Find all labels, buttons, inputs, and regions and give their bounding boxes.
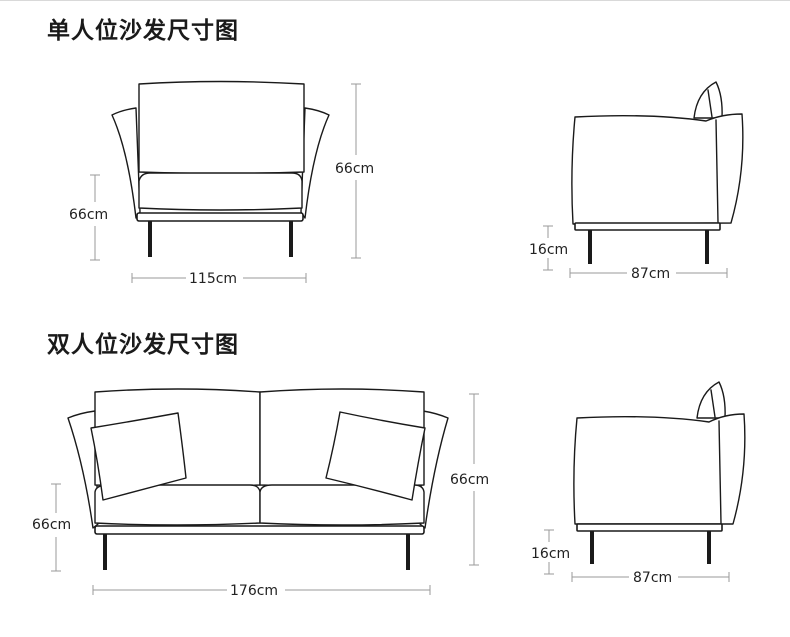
sofa-base — [94, 525, 425, 535]
sofa-leg — [289, 221, 293, 257]
right-throw-pillow — [325, 411, 426, 501]
double-side-leg-dimension: 16cm — [531, 529, 570, 575]
right-armrest — [300, 107, 330, 219]
backrest-cushion — [138, 80, 305, 175]
double-sofa-title: 双人位沙发尺寸图 — [47, 332, 239, 358]
sofa-leg — [148, 221, 152, 257]
single-width-label: 115cm — [189, 271, 237, 287]
single-side-leg-dimension: 16cm — [529, 225, 568, 271]
single-sofa-front-view — [111, 80, 330, 257]
double-seat-height-dimension: 66cm — [32, 483, 71, 572]
side-body — [571, 113, 744, 225]
sofa-leg — [707, 531, 711, 564]
double-leg-height-label: 16cm — [531, 546, 570, 562]
right-seat-cushion — [259, 484, 425, 526]
left-armrest — [67, 410, 99, 529]
sofa-base — [576, 523, 723, 532]
single-seat-height-dimension: 66cm — [69, 174, 108, 261]
top-divider — [0, 0, 790, 1]
double-depth-label: 87cm — [633, 570, 672, 586]
double-seat-height-label: 66cm — [32, 517, 71, 533]
sofa-leg — [705, 230, 709, 264]
double-height-dimension: 66cm — [450, 393, 489, 566]
double-width-label: 176cm — [230, 583, 278, 599]
single-side-depth-dimension: 87cm — [569, 266, 728, 282]
single-height-label: 66cm — [335, 161, 374, 177]
single-height-dimension: 66cm — [335, 83, 374, 259]
right-armrest — [419, 410, 449, 529]
single-leg-height-label: 16cm — [529, 242, 568, 258]
sofa-leg — [406, 534, 410, 570]
left-armrest — [111, 107, 141, 219]
double-side-depth-dimension: 87cm — [571, 570, 730, 586]
sofa-leg — [103, 534, 107, 570]
side-body — [573, 413, 746, 525]
pillow — [693, 81, 723, 119]
pillow — [696, 381, 726, 419]
sofa-base — [136, 212, 304, 222]
left-throw-pillow — [90, 412, 187, 501]
sofa-leg — [590, 531, 594, 564]
single-sofa-title: 单人位沙发尺寸图 — [47, 18, 239, 44]
double-sofa-side-view — [573, 381, 746, 564]
single-width-dimension: 115cm — [131, 271, 307, 287]
double-width-dimension: 176cm — [92, 583, 431, 599]
single-depth-label: 87cm — [631, 266, 670, 282]
single-sofa-side-view — [571, 81, 744, 264]
single-seat-height-label: 66cm — [69, 207, 108, 223]
sofa-leg — [588, 230, 592, 264]
sofa-base — [574, 222, 721, 231]
double-height-label: 66cm — [450, 472, 489, 488]
double-sofa-front-view — [67, 388, 449, 570]
seat-cushion — [138, 172, 303, 211]
